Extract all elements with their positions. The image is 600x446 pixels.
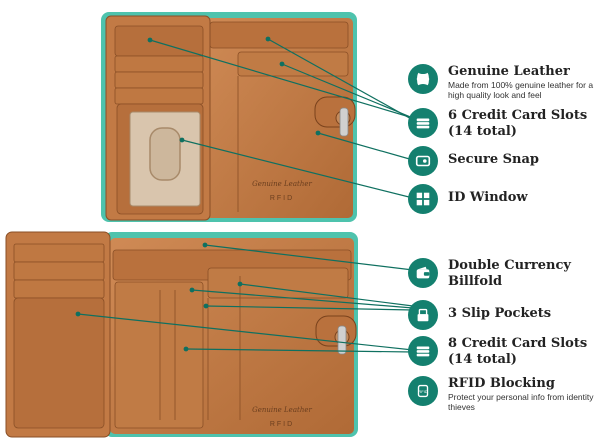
feature-rfid-blocking: RFID RFID Blocking Protect your personal… (408, 376, 600, 412)
feature-secure-snap: Secure Snap (408, 146, 539, 176)
card-slots-icon (408, 336, 438, 366)
brand-imprint-bottom: Genuine Leather (252, 406, 312, 414)
feature-subtitle: Made from 100% genuine leather for a hig… (448, 80, 594, 100)
callout-dots (75, 36, 321, 352)
feature-title: 8 Credit Card Slots (14 total) (448, 336, 588, 367)
feature-6-card-slots: 6 Credit Card Slots (14 total) (408, 108, 588, 140)
feature-title: RFID Blocking (448, 376, 555, 391)
snap-button-icon (408, 146, 438, 176)
feature-title: Genuine Leather (448, 64, 570, 79)
rfid-imprint-bottom: RFID (270, 421, 294, 428)
feature-genuine-leather: Genuine Leather Made from 100% genuine l… (408, 64, 600, 100)
rfid-icon: RFID (408, 376, 438, 406)
id-window-icon (408, 184, 438, 214)
leather-hide-icon (408, 64, 438, 94)
feature-title: Secure Snap (448, 152, 540, 167)
feature-double-billfold: Double Currency Billfold (408, 258, 578, 290)
slip-pocket-icon (408, 300, 438, 330)
wallet-icon (408, 258, 438, 288)
card-slots-icon (408, 108, 438, 138)
svg-text:RFID: RFID (418, 389, 427, 394)
brand-imprint-top: Genuine Leather (252, 180, 312, 188)
feature-title: 3 Slip Pockets (448, 306, 552, 321)
feature-title: Double Currency Billfold (448, 258, 571, 289)
feature-8-card-slots: 8 Credit Card Slots (14 total) (408, 336, 588, 368)
rfid-imprint-top: RFID (270, 195, 294, 202)
feature-id-window: ID Window (408, 184, 528, 214)
feature-title: ID Window (448, 190, 528, 205)
top-wallet: Genuine Leather RFID (101, 12, 357, 222)
feature-title: 6 Credit Card Slots (14 total) (448, 108, 588, 139)
callout-lines (77, 38, 414, 353)
bottom-wallet: Genuine Leather RFID (5, 231, 358, 438)
feature-slip-pockets: 3 Slip Pockets (408, 300, 551, 330)
feature-subtitle: Protect your personal info from identity… (448, 392, 594, 412)
